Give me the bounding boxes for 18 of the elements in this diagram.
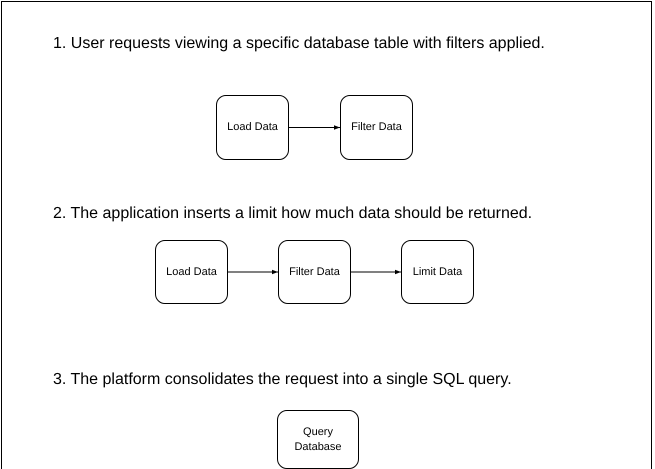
process-box xyxy=(155,240,228,304)
step-text: 3. The platform consolidates the request into a single SQL query. xyxy=(53,371,512,389)
process-box xyxy=(340,95,413,160)
box-label: Query Database xyxy=(293,425,343,454)
process-box xyxy=(277,410,359,469)
box-label: Limit Data xyxy=(412,264,462,280)
arrow xyxy=(288,125,340,130)
step-text: 2. The application inserts a limit how much data should be returned. xyxy=(53,205,532,223)
box-label: Filter Data xyxy=(289,264,340,280)
process-box xyxy=(216,95,289,160)
process-box xyxy=(278,240,351,304)
box-label: Filter Data xyxy=(351,120,402,135)
box-label: Load Data xyxy=(166,264,217,280)
step-text: 1. User requests viewing a specific database table with filters applied. xyxy=(53,35,545,53)
box-label: Load Data xyxy=(227,120,278,135)
process-box xyxy=(401,240,474,304)
arrow xyxy=(228,270,278,274)
arrow xyxy=(350,270,402,274)
